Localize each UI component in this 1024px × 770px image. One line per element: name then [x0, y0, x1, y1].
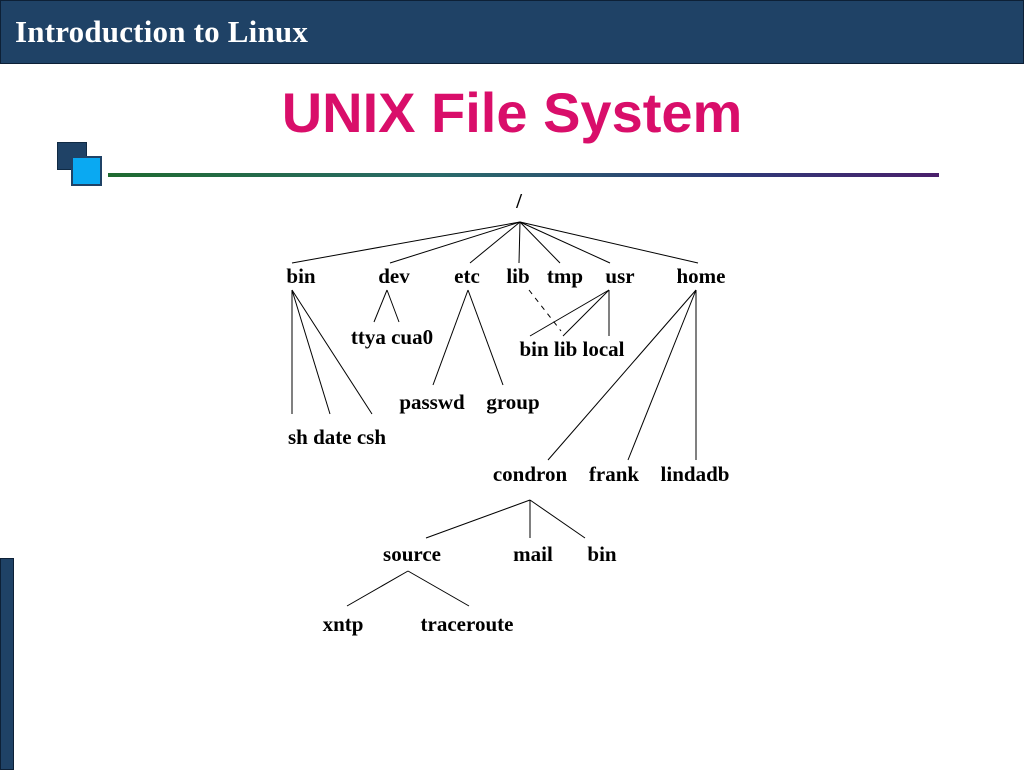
edge-source-xntp — [346, 570, 409, 607]
slide-title: UNIX File System — [281, 81, 743, 144]
node-root: / — [515, 189, 523, 213]
edge-root-usr — [519, 221, 611, 264]
node-condron-bin: bin — [587, 542, 617, 566]
header-bar: Introduction to Linux — [0, 0, 1024, 64]
node-mail: mail — [513, 542, 553, 566]
edge-home-condron — [547, 289, 697, 461]
edge-usr-lib — [562, 289, 610, 337]
node-dev-children: ttya cua0 — [351, 325, 433, 349]
node-passwd: passwd — [399, 390, 465, 414]
title-divider — [108, 173, 939, 177]
node-usr: usr — [605, 264, 634, 288]
edge-usr-bin — [529, 289, 610, 337]
edge-dev-ttya — [373, 289, 388, 323]
header-title: Introduction to Linux — [15, 14, 309, 49]
edge-condron-source — [425, 499, 531, 539]
node-dev: dev — [378, 264, 410, 288]
node-etc: etc — [454, 264, 480, 288]
node-tmp: tmp — [547, 264, 583, 288]
node-usr-children: bin lib local — [519, 337, 624, 361]
node-condron: condron — [493, 462, 568, 486]
edge-etc-passwd — [432, 289, 469, 386]
node-source: source — [383, 542, 441, 566]
edge-root-bin — [291, 221, 521, 264]
decorative-square-light — [71, 156, 102, 186]
tree-labels: / bin dev etc lib tmp usr home sh date c… — [286, 189, 729, 636]
edge-source-traceroute — [407, 570, 470, 607]
node-frank: frank — [589, 462, 639, 486]
edge-home-frank — [627, 289, 697, 461]
edge-root-home — [519, 221, 699, 264]
node-home: home — [677, 264, 726, 288]
node-bin: bin — [286, 264, 316, 288]
edge-etc-group — [467, 289, 504, 386]
node-group: group — [486, 390, 539, 414]
tree-connectors — [291, 221, 699, 607]
node-traceroute: traceroute — [421, 612, 514, 636]
edge-lib-usrlib-dashed — [528, 289, 562, 332]
node-bin-children: sh date csh — [288, 425, 386, 449]
edge-condron-bin — [529, 499, 586, 539]
node-xntp: xntp — [323, 612, 364, 636]
edge-bin-date — [291, 289, 331, 415]
node-lindadb: lindadb — [661, 462, 730, 486]
edge-root-dev — [389, 221, 521, 264]
edge-root-etc — [469, 221, 521, 264]
edge-root-tmp — [519, 221, 561, 264]
node-lib: lib — [506, 264, 529, 288]
edge-bin-csh — [291, 289, 373, 415]
edge-dev-cua0 — [386, 289, 400, 323]
edge-root-lib — [518, 221, 521, 264]
